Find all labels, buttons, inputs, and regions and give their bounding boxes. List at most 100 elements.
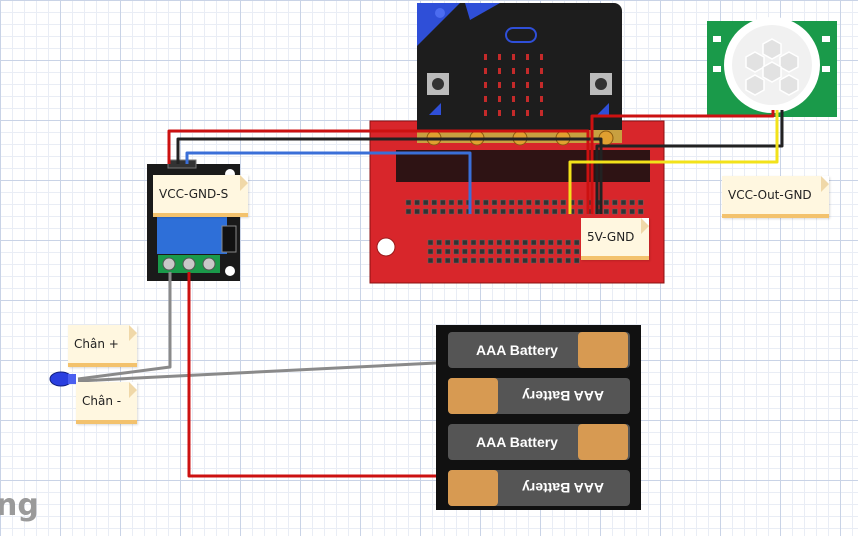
matrix-led	[526, 110, 529, 116]
header-pin	[444, 248, 451, 255]
header-pin	[560, 199, 567, 206]
matrix-led	[526, 68, 529, 74]
matrix-led	[498, 68, 501, 74]
header-pin	[457, 208, 463, 215]
header-pin	[565, 257, 571, 264]
matrix-led	[526, 96, 529, 102]
header-pin	[530, 248, 537, 255]
matrix-led	[540, 54, 543, 60]
matrix-led	[498, 54, 501, 60]
header-pin	[453, 248, 460, 255]
header-pin	[513, 248, 520, 255]
pir-pin-label: VCC-Out-GND	[722, 176, 829, 218]
header-pin	[603, 208, 610, 215]
header-pin	[573, 257, 580, 264]
header-pin	[505, 257, 511, 264]
header-pin	[479, 239, 485, 246]
matrix-led	[540, 68, 543, 74]
header-pin	[620, 208, 627, 215]
header-pin	[474, 199, 481, 206]
header-pin	[470, 248, 477, 255]
header-pin	[436, 239, 442, 246]
header-pin	[457, 199, 463, 206]
header-pin	[500, 208, 506, 215]
header-pin	[513, 239, 520, 246]
header-pin	[427, 248, 434, 255]
header-pin	[444, 257, 451, 264]
header-pin	[453, 239, 460, 246]
header-pin	[462, 239, 468, 246]
header-pin	[612, 208, 618, 215]
battery-cell: AAA Battery	[448, 378, 630, 414]
header-pin	[603, 199, 610, 206]
matrix-led	[498, 110, 501, 116]
matrix-led	[484, 68, 487, 74]
header-pin	[508, 199, 515, 206]
matrix-led	[512, 82, 515, 88]
battery-label: AAA Battery	[476, 434, 558, 450]
header-pin	[637, 208, 644, 215]
matrix-led	[512, 110, 515, 116]
wire-relay-to-led	[77, 272, 172, 381]
expansion-board	[369, 120, 665, 284]
matrix-led	[540, 96, 543, 102]
led-component	[49, 371, 76, 387]
header-pin	[548, 239, 554, 246]
header-pin	[530, 257, 537, 264]
matrix-led	[498, 82, 501, 88]
header-pin	[526, 208, 532, 215]
header-pin	[573, 248, 580, 255]
header-pin	[436, 257, 442, 264]
header-pin	[470, 239, 477, 246]
header-pin	[565, 239, 571, 246]
header-pin	[556, 239, 563, 246]
wire-pir-gnd	[595, 110, 784, 214]
pin-header-bottom	[427, 239, 580, 264]
header-pin	[431, 208, 438, 215]
header-pin	[414, 208, 420, 215]
header-pin	[405, 199, 412, 206]
header-pin	[431, 199, 438, 206]
header-pin	[629, 199, 635, 206]
header-pin	[462, 257, 468, 264]
header-pin	[612, 199, 618, 206]
header-pin	[483, 208, 489, 215]
wire-led-to-battery	[77, 361, 437, 383]
header-pin	[560, 208, 567, 215]
matrix-led	[484, 82, 487, 88]
header-pin	[517, 199, 524, 206]
battery-label: AAA Battery	[476, 342, 558, 358]
header-pin	[577, 208, 584, 215]
matrix-led	[484, 96, 487, 102]
header-pin	[534, 208, 541, 215]
led-minus-label: Chân -	[76, 382, 137, 424]
header-pin	[637, 199, 644, 206]
header-pin	[508, 208, 515, 215]
header-pin	[453, 257, 460, 264]
header-pin	[556, 248, 563, 255]
header-pin	[551, 208, 558, 215]
header-pin	[534, 199, 541, 206]
header-pin	[491, 208, 498, 215]
wire-relay-vcc	[167, 129, 590, 214]
wire-relay-to-battery	[187, 272, 436, 478]
header-pin	[422, 199, 429, 206]
header-pin	[539, 257, 546, 264]
header-pin	[448, 208, 455, 215]
header-pin	[513, 257, 520, 264]
header-pin	[526, 199, 532, 206]
header-pin	[505, 248, 511, 255]
header-pin	[577, 199, 584, 206]
matrix-led	[484, 54, 487, 60]
header-pin	[414, 199, 420, 206]
pir-sensor	[707, 17, 837, 117]
header-pin	[548, 257, 554, 264]
matrix-led	[540, 82, 543, 88]
header-pin	[496, 248, 503, 255]
header-pin	[422, 208, 429, 215]
relay-pin-label: VCC-GND-S	[153, 175, 248, 217]
header-pin	[522, 248, 528, 255]
wires	[77, 110, 784, 478]
